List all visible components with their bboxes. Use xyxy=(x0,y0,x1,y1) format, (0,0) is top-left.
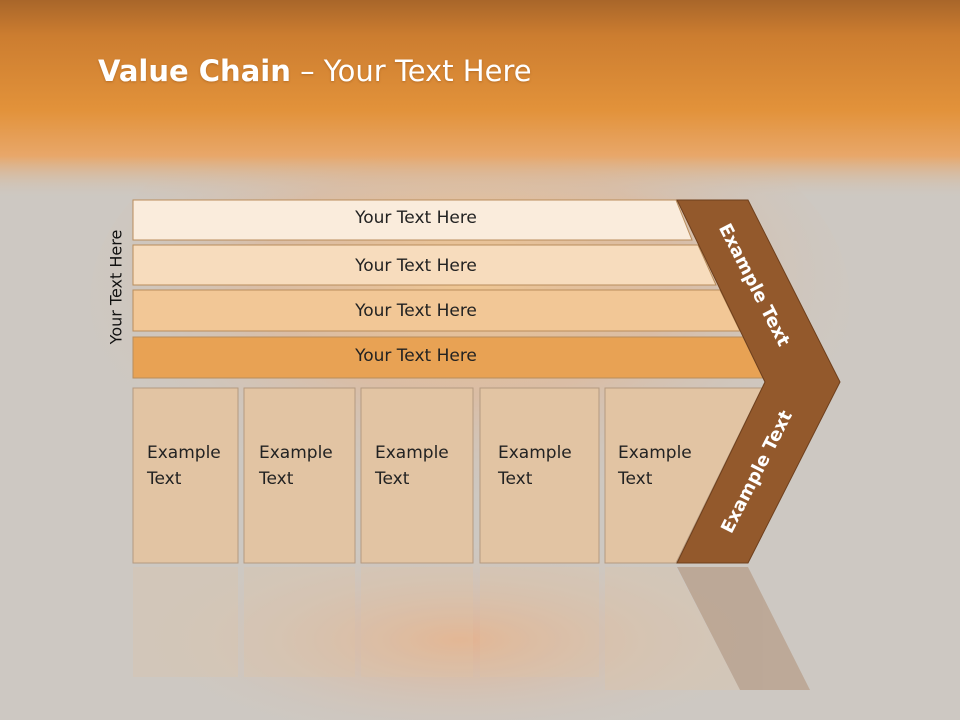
chevron-arrow xyxy=(676,199,841,564)
title-bold: Value Chain xyxy=(98,54,291,88)
primary-column-1 xyxy=(132,387,239,564)
primary-column-3-label: Example Text xyxy=(375,443,449,489)
primary-column-1-label: Example Text xyxy=(147,443,221,489)
primary-column-2 xyxy=(243,387,356,564)
support-row-1-label: Your Text Here xyxy=(355,208,477,228)
primary-column-5 xyxy=(604,387,763,564)
slide-title: Value Chain – Your Text Here xyxy=(98,54,532,88)
primary-column-5-label: Example Text xyxy=(618,443,692,489)
primary-column-2-label: Example Text xyxy=(259,443,333,489)
support-row-1 xyxy=(132,199,693,241)
support-row-3-label: Your Text Here xyxy=(355,301,477,321)
primary-column-4-label: Example Text xyxy=(498,443,572,489)
support-row-2-label: Your Text Here xyxy=(355,256,477,276)
primary-column-3 xyxy=(360,387,474,564)
support-row-2 xyxy=(132,244,717,286)
support-row-4-label: Your Text Here xyxy=(355,346,477,366)
title-rest: – Your Text Here xyxy=(290,54,532,88)
reflection xyxy=(133,567,810,690)
primary-column-4 xyxy=(479,387,600,564)
